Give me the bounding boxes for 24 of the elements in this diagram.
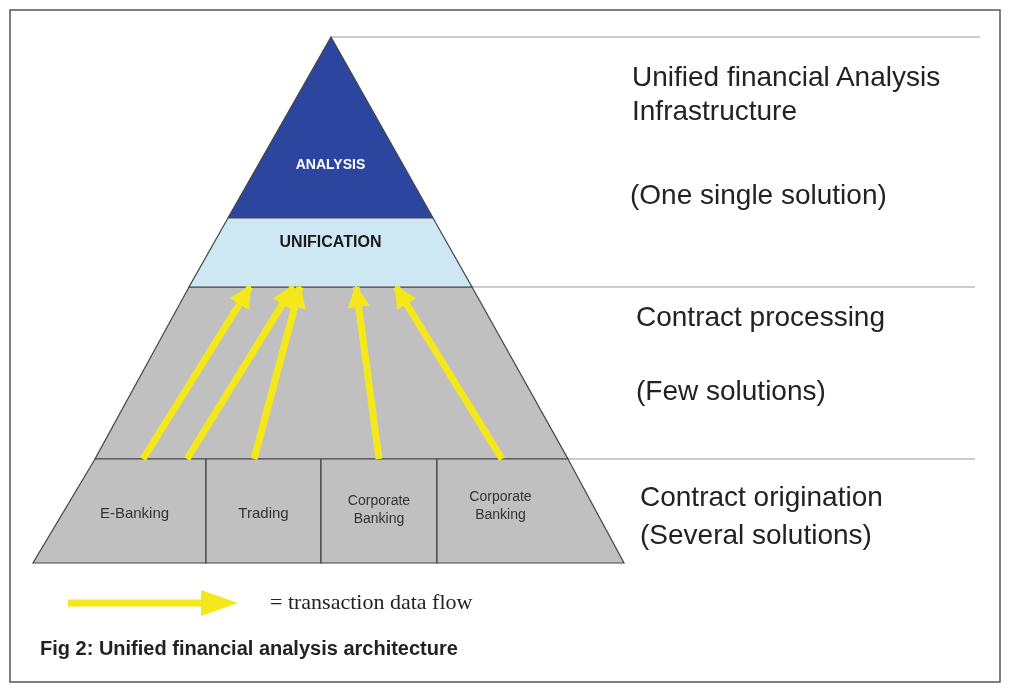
pyramid-cell <box>437 459 624 563</box>
arrow <box>347 284 383 460</box>
tier-label: Contract processing <box>636 300 886 334</box>
pyramid-cell <box>206 459 321 563</box>
tier-label: Unified financial Analysis Infrastructure <box>632 60 942 129</box>
tier-label: (Several solutions) <box>640 518 873 552</box>
node-label: Trading <box>238 503 289 523</box>
pyramid-cell <box>33 459 206 563</box>
apex-triangle <box>228 37 433 218</box>
arrow <box>393 285 505 461</box>
node-label: Corporate Banking <box>346 491 412 528</box>
node-label: ANALYSIS <box>295 155 366 174</box>
pyramid-cell <box>321 459 437 563</box>
tier-label: Contract origination <box>640 480 884 514</box>
node-label: E-Banking <box>99 503 170 523</box>
arrow <box>250 284 306 460</box>
arrow <box>140 285 253 461</box>
node-label: Corporate Banking <box>468 487 533 524</box>
tier-label: (Few solutions) <box>636 374 827 408</box>
arrow <box>184 285 296 461</box>
legend-label: = transaction data flow <box>270 589 473 615</box>
node-label: UNIFICATION <box>279 232 382 252</box>
figure-caption: Fig 2: Unified financial analysis architecture <box>40 637 458 660</box>
tier-label: (One single solution) <box>630 178 888 212</box>
